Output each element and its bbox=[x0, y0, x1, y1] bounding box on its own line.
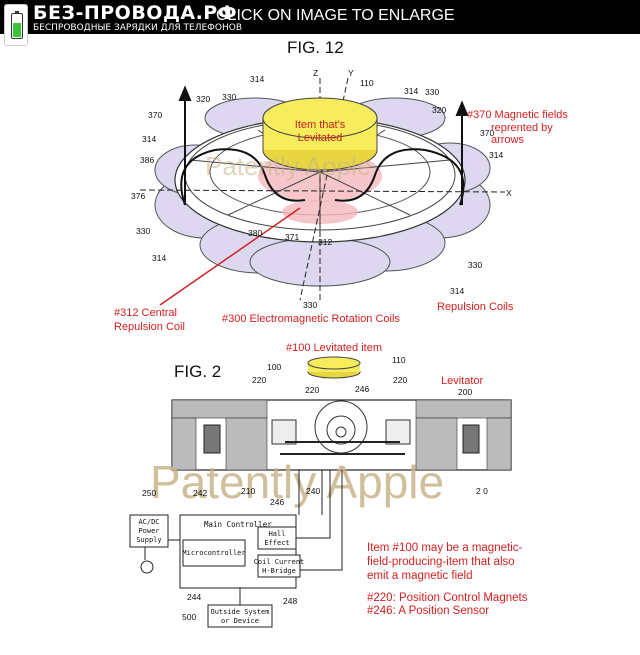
outside-label-1: Outside System bbox=[210, 608, 269, 616]
ref-330: 330 bbox=[468, 260, 482, 270]
power-label-1: AC/DC bbox=[138, 518, 159, 526]
ref-380: 380 bbox=[248, 228, 262, 238]
enlarge-link[interactable]: CLICK ON IMAGE TO ENLARGE bbox=[216, 7, 455, 24]
ref-500: 500 bbox=[182, 612, 196, 622]
note-370-line3: arrows bbox=[491, 134, 525, 146]
note-246: #246: A Position Sensor bbox=[367, 605, 489, 617]
item-label-line2: Levitated bbox=[298, 132, 343, 144]
fig12-title: FIG. 12 bbox=[287, 38, 344, 57]
ref-110: 110 bbox=[360, 78, 374, 88]
hall-label-1: Hall bbox=[269, 530, 286, 538]
ref-2x0: 2 0 bbox=[476, 486, 488, 496]
ref-386: 386 bbox=[140, 155, 154, 165]
wiring bbox=[144, 470, 343, 605]
ref-330: 330 bbox=[425, 87, 439, 97]
ref-330: 330 bbox=[136, 226, 150, 236]
ref-320: 320 bbox=[196, 94, 210, 104]
item-label-line1: Item that's bbox=[295, 119, 346, 131]
note-312-line2: Repulsion Coil bbox=[114, 321, 185, 333]
site-header: БЕЗ-ПРОВОДА.РФ БЕСПРОВОДНЫЕ ЗАРЯДКИ ДЛЯ … bbox=[0, 0, 640, 46]
note-220: #220: Position Control Magnets bbox=[367, 592, 528, 604]
ref-248: 248 bbox=[283, 596, 297, 606]
ref-244: 244 bbox=[187, 592, 201, 602]
fig2-drawing: FIG. 2 #100 Levitated item Levitator Pat… bbox=[129, 151, 528, 628]
patent-figure-image[interactable]: FIG. 12 bbox=[0, 34, 640, 655]
power-supply-box bbox=[129, 514, 169, 548]
ref-200: 200 bbox=[458, 387, 472, 397]
red-pointer-line bbox=[159, 207, 301, 306]
ref-330: 330 bbox=[303, 300, 317, 310]
ref-371: 371 bbox=[285, 232, 299, 242]
coil-hbridge-box bbox=[257, 554, 301, 578]
power-label-3: Supply bbox=[136, 536, 161, 544]
note-item-line1: Item #100 may be a magnetic- bbox=[367, 542, 522, 554]
microcontroller-box bbox=[182, 539, 246, 567]
fig2-title: FIG. 2 bbox=[174, 362, 221, 381]
ref-314: 314 bbox=[152, 253, 166, 263]
ref-370: 370 bbox=[148, 110, 162, 120]
plug-icon bbox=[140, 560, 154, 574]
coil-label-2: H-Bridge bbox=[262, 567, 296, 575]
note-312-line1: #312 Central bbox=[114, 307, 177, 319]
ref-330: 330 bbox=[222, 92, 236, 102]
ref-376: 376 bbox=[131, 191, 145, 201]
hall-label-2: Effect bbox=[264, 539, 289, 547]
microcontroller-label: Microcontroller bbox=[182, 549, 245, 557]
levitated-item-disk bbox=[262, 97, 378, 139]
ref-312: 312 bbox=[318, 237, 332, 247]
axis-x-label: X bbox=[506, 188, 512, 198]
ref-314: 314 bbox=[142, 134, 156, 144]
note-repulsion-coils: Repulsion Coils bbox=[437, 301, 514, 313]
site-subtitle: БЕСПРОВОДНЫЕ ЗАРЯДКИ ДЛЯ ТЕЛЕФОНОВ bbox=[33, 23, 242, 33]
axis-z-label: Z bbox=[313, 68, 318, 78]
levitated-item-small bbox=[307, 356, 361, 370]
note-370-line2: reprented by bbox=[491, 122, 553, 134]
main-controller-label: Main Controller bbox=[204, 520, 272, 529]
watermark-top: Patently Apple bbox=[205, 151, 371, 181]
ref-246: 246 bbox=[355, 384, 369, 394]
note-300: #300 Electromagnetic Rotation Coils bbox=[222, 313, 400, 325]
axis-y-label: Y bbox=[348, 68, 354, 78]
ref-220: 220 bbox=[393, 375, 407, 385]
ref-370: 370 bbox=[480, 128, 494, 138]
note-item-line2: field-producing-item that also bbox=[367, 556, 515, 568]
ref-250: 250 bbox=[142, 488, 156, 498]
outside-system-box bbox=[207, 604, 273, 628]
levitator-label: Levitator bbox=[441, 375, 484, 387]
ref-240: 240 bbox=[306, 486, 320, 496]
ref-314: 314 bbox=[404, 86, 418, 96]
ref-314: 314 bbox=[250, 74, 264, 84]
ref-110: 110 bbox=[392, 355, 406, 365]
ref-246: 246 bbox=[270, 497, 284, 507]
power-label-2: Power bbox=[138, 527, 159, 535]
outside-label-2: or Device bbox=[221, 617, 259, 625]
ref-320: 320 bbox=[432, 105, 446, 115]
ref-210: 210 bbox=[241, 486, 255, 496]
coil-label-1: Coil Current bbox=[254, 558, 305, 566]
hall-effect-box bbox=[257, 526, 297, 550]
ref-314: 314 bbox=[450, 286, 464, 296]
note-100: #100 Levitated item bbox=[286, 342, 382, 354]
ref-220: 220 bbox=[252, 375, 266, 385]
site-title[interactable]: БЕЗ-ПРОВОДА.РФ bbox=[33, 2, 238, 24]
ref-242: 242 bbox=[193, 488, 207, 498]
watermark-bottom: Patently Apple bbox=[150, 456, 444, 508]
note-370-line1: #370 Magnetic fields bbox=[467, 109, 568, 121]
ref-100: 100 bbox=[267, 362, 281, 372]
magnetic-field-arrows bbox=[178, 85, 469, 206]
fig12-drawing: FIG. 12 bbox=[114, 38, 568, 333]
ref-220: 220 bbox=[305, 385, 319, 395]
ref-314: 314 bbox=[489, 150, 503, 160]
battery-charging-icon bbox=[4, 4, 28, 46]
note-item-line3: emit a magnetic field bbox=[367, 570, 472, 582]
